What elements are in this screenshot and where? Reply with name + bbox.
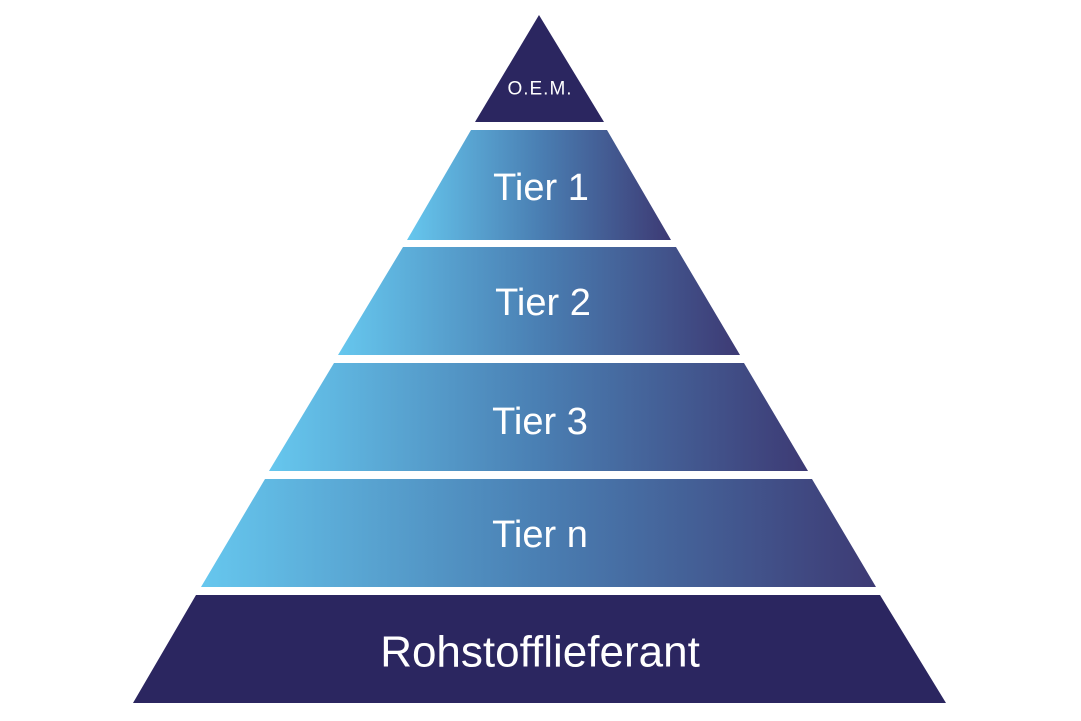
pyramid-level-raw-material-supplier — [133, 595, 946, 703]
level-label-tier-3: Tier 3 — [492, 401, 588, 443]
level-label-tier-2: Tier 2 — [495, 282, 591, 324]
level-label-raw-material-supplier: Rohstofflieferant — [380, 628, 700, 677]
level-label-oem: O.E.M. — [507, 79, 572, 100]
pyramid-level-tier-2 — [338, 247, 740, 355]
pyramid-level-tier-1 — [407, 130, 671, 240]
level-label-tier-n: Tier n — [492, 514, 588, 556]
level-label-tier-1: Tier 1 — [493, 167, 589, 209]
pyramid-level-oem — [475, 15, 604, 122]
pyramid-level-tier-n — [201, 479, 876, 587]
pyramid-level-tier-3 — [269, 363, 808, 471]
